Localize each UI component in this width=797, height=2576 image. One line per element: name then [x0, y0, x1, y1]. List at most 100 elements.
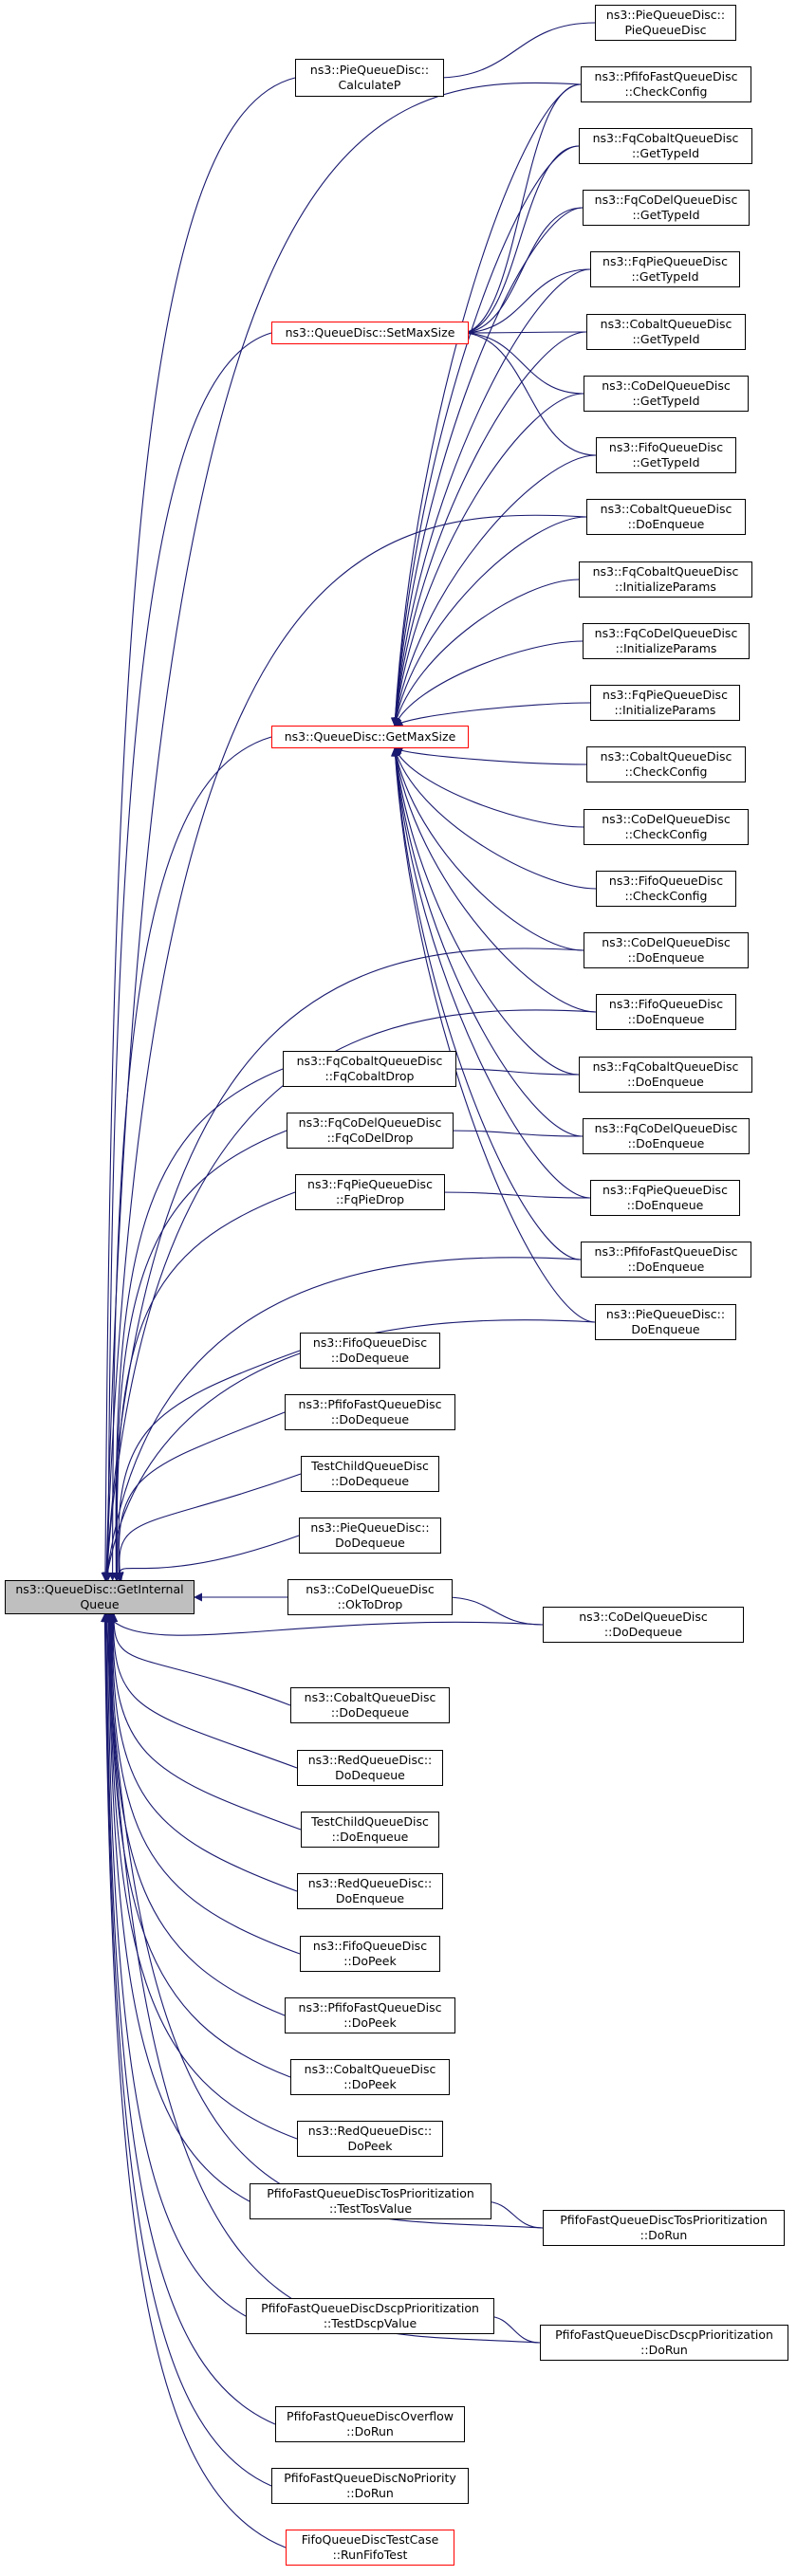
- edge-tos-dorun-to-root: [102, 1613, 544, 2229]
- edge-fqcodel-gettypeid-to-setmaxsize: [460, 207, 584, 338]
- edge-fqcobalt-doenqueue-to-fqcobaltdrop: [448, 1064, 580, 1076]
- node-fqcobaltdrop[interactable]: ns3::FqCobaltQueueDisc ::FqCobaltDrop: [283, 1051, 456, 1087]
- edge-tos-testtosvalue-to-root: [103, 1613, 250, 2202]
- node-fifo-dopeek[interactable]: ns3::FifoQueueDisc ::DoPeek: [300, 1936, 440, 1972]
- node-codel-checkconfig[interactable]: ns3::CoDelQueueDisc ::CheckConfig: [584, 809, 749, 845]
- edge-cobalt-doenqueue-to-getmaxsize: [392, 516, 587, 727]
- node-pfifo-doenqueue[interactable]: ns3::PfifoFastQueueDisc ::DoEnqueue: [581, 1242, 751, 1278]
- node-fqcodel-initializeparams[interactable]: ns3::FqCoDelQueueDisc ::InitializeParams: [583, 623, 750, 659]
- edge-cobalt-checkconfig-to-getmaxsize: [394, 747, 587, 765]
- node-fqpie-doenqueue[interactable]: ns3::FqPieQueueDisc ::DoEnqueue: [590, 1180, 740, 1216]
- node-fifo-dodequeue[interactable]: ns3::FifoQueueDisc ::DoDequeue: [300, 1333, 440, 1369]
- edge-pfifo-doenqueue-to-getmaxsize: [391, 747, 582, 1260]
- edge-fifo-doenqueue-to-root: [102, 1009, 597, 1581]
- node-nopriority-dorun[interactable]: PfifoFastQueueDiscNoPriority ::DoRun: [271, 2468, 469, 2504]
- node-fqcobalt-initializeparams[interactable]: ns3::FqCobaltQueueDisc ::InitializeParam…: [579, 561, 752, 598]
- edge-fqcodel-initializeparams-to-getmaxsize: [394, 640, 584, 727]
- node-red-dodequeue[interactable]: ns3::RedQueueDisc:: DoDequeue: [297, 1750, 443, 1786]
- node-pie-doenqueue[interactable]: ns3::PieQueueDisc:: DoEnqueue: [595, 1304, 736, 1340]
- node-setmaxsize[interactable]: ns3::QueueDisc::SetMaxSize: [271, 322, 469, 344]
- edge-cobalt-gettypeid-to-setmaxsize: [460, 328, 587, 338]
- node-tos-dorun[interactable]: PfifoFastQueueDiscTosPrioritization ::Do…: [543, 2210, 785, 2246]
- node-codel-dodequeue[interactable]: ns3::CoDelQueueDisc ::DoDequeue: [543, 1607, 744, 1643]
- edge-pfifo-doenqueue-to-root: [102, 1257, 582, 1581]
- node-fqcobalt-doenqueue[interactable]: ns3::FqCobaltQueueDisc ::DoEnqueue: [579, 1057, 752, 1093]
- edge-pie-doenqueue-to-root: [102, 1319, 596, 1581]
- node-getmaxsize[interactable]: ns3::QueueDisc::GetMaxSize: [271, 726, 469, 748]
- node-cobalt-gettypeid[interactable]: ns3::CobaltQueueDisc ::GetTypeId: [586, 314, 746, 350]
- node-dscp-dorun[interactable]: PfifoFastQueueDiscDscpPrioritization ::D…: [540, 2325, 788, 2361]
- edge-codel-checkconfig-to-getmaxsize: [394, 747, 584, 828]
- node-fqpie-gettypeid[interactable]: ns3::FqPieQueueDisc ::GetTypeId: [590, 251, 740, 287]
- edge-fqpie-doenqueue-to-fqpiedrop: [436, 1187, 591, 1199]
- edge-pfifo-checkconfig-to-root: [102, 82, 582, 1581]
- edge-red-dodequeue-to-root: [108, 1613, 298, 1769]
- edge-fqcobaltdrop-to-root: [111, 1068, 284, 1581]
- node-codel-oktodrop[interactable]: ns3::CoDelQueueDisc ::OkToDrop: [287, 1579, 453, 1615]
- node-fqcodel-doenqueue[interactable]: ns3::FqCoDelQueueDisc ::DoEnqueue: [583, 1118, 750, 1154]
- node-fifo-doenqueue[interactable]: ns3::FifoQueueDisc ::DoEnqueue: [596, 994, 736, 1030]
- node-cobalt-doenqueue[interactable]: ns3::CobaltQueueDisc ::DoEnqueue: [586, 499, 746, 535]
- edge-cobalt-dodequeue-to-root: [109, 1613, 291, 1706]
- node-pfifo-dodequeue[interactable]: ns3::PfifoFastQueueDisc ::DoDequeue: [285, 1394, 455, 1430]
- edge-red-doenqueue-to-root: [107, 1613, 298, 1892]
- edge-pfifo-checkconfig-to-getmaxsize: [390, 83, 582, 727]
- node-cobalt-dopeek[interactable]: ns3::CobaltQueueDisc ::DoPeek: [290, 2059, 450, 2095]
- edge-pfifo-checkconfig-to-setmaxsize: [460, 83, 582, 338]
- edge-fqcodeldrop-to-root: [112, 1130, 287, 1581]
- edge-pfifo-dodequeue-to-root: [115, 1411, 286, 1581]
- edge-fqcodel-doenqueue-to-fqcodeldrop: [445, 1126, 584, 1137]
- node-cobalt-checkconfig[interactable]: ns3::CobaltQueueDisc ::CheckConfig: [586, 746, 746, 782]
- edge-piequeuedisc-to-calculatep: [436, 22, 596, 83]
- edge-fqcodel-doenqueue-to-getmaxsize: [391, 747, 584, 1137]
- edge-getmaxsize-to-root: [108, 736, 272, 1581]
- node-calculatep[interactable]: ns3::PieQueueDisc:: CalculateP: [295, 59, 444, 97]
- edge-tos-dorun-to-testtosvalue: [483, 2197, 544, 2229]
- edge-codel-gettypeid-to-getmaxsize: [391, 393, 584, 727]
- edge-fifotestcase-runfifotest-to-root: [100, 1613, 287, 2548]
- edge-codel-dodequeue-to-oktodrop: [444, 1592, 544, 1626]
- edge-setmaxsize-to-root: [103, 332, 272, 1581]
- node-getinternalqueue[interactable]: ns3::QueueDisc::GetInternal Queue: [5, 1580, 195, 1614]
- edge-fqpiedrop-to-root: [113, 1191, 296, 1581]
- edge-cobalt-doenqueue-to-root: [102, 514, 587, 1581]
- node-testchild-doenqueue[interactable]: TestChildQueueDisc ::DoEnqueue: [301, 1812, 439, 1848]
- edge-fqcobalt-gettypeid-to-setmaxsize: [460, 145, 580, 338]
- node-fqcobalt-gettypeid[interactable]: ns3::FqCobaltQueueDisc ::GetTypeId: [579, 128, 752, 164]
- edge-fifo-gettypeid-to-setmaxsize: [460, 328, 597, 456]
- edge-overflow-dorun-to-root: [102, 1613, 276, 2425]
- node-overflow-dorun[interactable]: PfifoFastQueueDiscOverflow ::DoRun: [275, 2406, 465, 2442]
- edge-fqcodel-gettypeid-to-getmaxsize: [391, 207, 584, 727]
- edge-fqcobalt-gettypeid-to-getmaxsize: [391, 145, 580, 727]
- node-red-doenqueue[interactable]: ns3::RedQueueDisc:: DoEnqueue: [297, 1873, 443, 1909]
- node-pie-dodequeue[interactable]: ns3::PieQueueDisc:: DoDequeue: [299, 1518, 441, 1554]
- node-fifo-gettypeid[interactable]: ns3::FifoQueueDisc ::GetTypeId: [596, 437, 736, 473]
- edge-testchild-doenqueue-to-root: [108, 1613, 302, 1831]
- node-codel-doenqueue[interactable]: ns3::CoDelQueueDisc ::DoEnqueue: [584, 932, 749, 968]
- edge-fifo-dodequeue-to-root: [114, 1350, 301, 1581]
- node-fqcodeldrop[interactable]: ns3::FqCoDelQueueDisc ::FqCoDelDrop: [287, 1113, 454, 1149]
- node-red-dopeek[interactable]: ns3::RedQueueDisc:: DoPeek: [297, 2121, 443, 2157]
- node-cobalt-dodequeue[interactable]: ns3::CobaltQueueDisc ::DoDequeue: [290, 1687, 450, 1723]
- edge-fqcobalt-initializeparams-to-getmaxsize: [392, 579, 580, 727]
- node-fqpiedrop[interactable]: ns3::FqPieQueueDisc ::FqPieDrop: [295, 1174, 445, 1210]
- node-pie-pqd[interactable]: ns3::PieQueueDisc:: PieQueueDisc: [595, 5, 736, 41]
- edge-dscp-dorun-to-testdscpvalue: [486, 2311, 541, 2344]
- node-fqcodel-gettypeid[interactable]: ns3::FqCoDelQueueDisc ::GetTypeId: [583, 190, 750, 226]
- edge-fifo-doenqueue-to-getmaxsize: [391, 747, 597, 1013]
- node-fifotestcase-runfifotest[interactable]: FifoQueueDiscTestCase ::RunFifoTest: [286, 2530, 454, 2566]
- edge-calculatep-to-root: [101, 77, 296, 1581]
- edge-codel-gettypeid-to-setmaxsize: [460, 328, 584, 395]
- edge-codel-dodequeue-to-root: [105, 1613, 544, 1636]
- node-dscp-testdscpvalue[interactable]: PfifoFastQueueDiscDscpPrioritization ::T…: [246, 2298, 494, 2334]
- node-testchild-dodequeue[interactable]: TestChildQueueDisc ::DoDequeue: [301, 1456, 439, 1492]
- node-fqpie-initializeparams[interactable]: ns3::FqPieQueueDisc ::InitializeParams: [590, 685, 740, 721]
- edge-codel-doenqueue-to-root: [102, 948, 584, 1581]
- node-pfifo-dopeek[interactable]: ns3::PfifoFastQueueDisc ::DoPeek: [285, 1997, 455, 2033]
- edge-fqpie-doenqueue-to-getmaxsize: [391, 747, 591, 1199]
- node-codel-gettypeid[interactable]: ns3::CoDelQueueDisc ::GetTypeId: [584, 376, 749, 412]
- node-fifo-checkconfig[interactable]: ns3::FifoQueueDisc ::CheckConfig: [596, 871, 736, 907]
- node-pfifo-checkconfig[interactable]: ns3::PfifoFastQueueDisc ::CheckConfig: [581, 66, 751, 102]
- node-tos-testtosvalue[interactable]: PfifoFastQueueDiscTosPrioritization ::Te…: [250, 2183, 491, 2219]
